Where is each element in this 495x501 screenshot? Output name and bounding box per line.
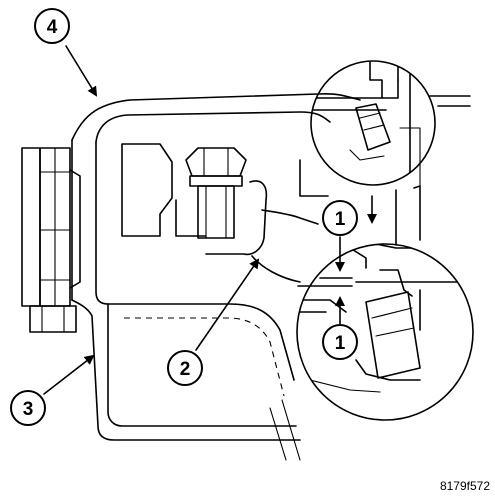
svg-text:2: 2: [180, 359, 191, 380]
callout-1-lower: 1: [322, 324, 358, 360]
svg-text:4: 4: [47, 17, 58, 38]
hex-bolt: [185, 147, 247, 239]
callout-4: 4: [34, 8, 70, 44]
detail-circle-small: [310, 60, 436, 186]
svg-text:1: 1: [335, 333, 346, 354]
callout-1-upper: 1: [322, 200, 358, 236]
figure-code: 8179f572: [440, 479, 490, 493]
callout-2: 2: [167, 350, 203, 386]
detail-circle-large: [296, 243, 474, 421]
cover-outline: [71, 93, 361, 141]
svg-text:1: 1: [335, 209, 346, 230]
callout-3: 3: [10, 390, 46, 426]
leader-arrow: [65, 45, 98, 97]
left-bolt-stack: [21, 147, 81, 333]
svg-text:3: 3: [23, 399, 34, 420]
leader-arrow: [43, 354, 95, 395]
leader-arrow: [195, 258, 260, 351]
leader-arrows: [43, 45, 377, 395]
housing-drawing: [21, 93, 471, 461]
